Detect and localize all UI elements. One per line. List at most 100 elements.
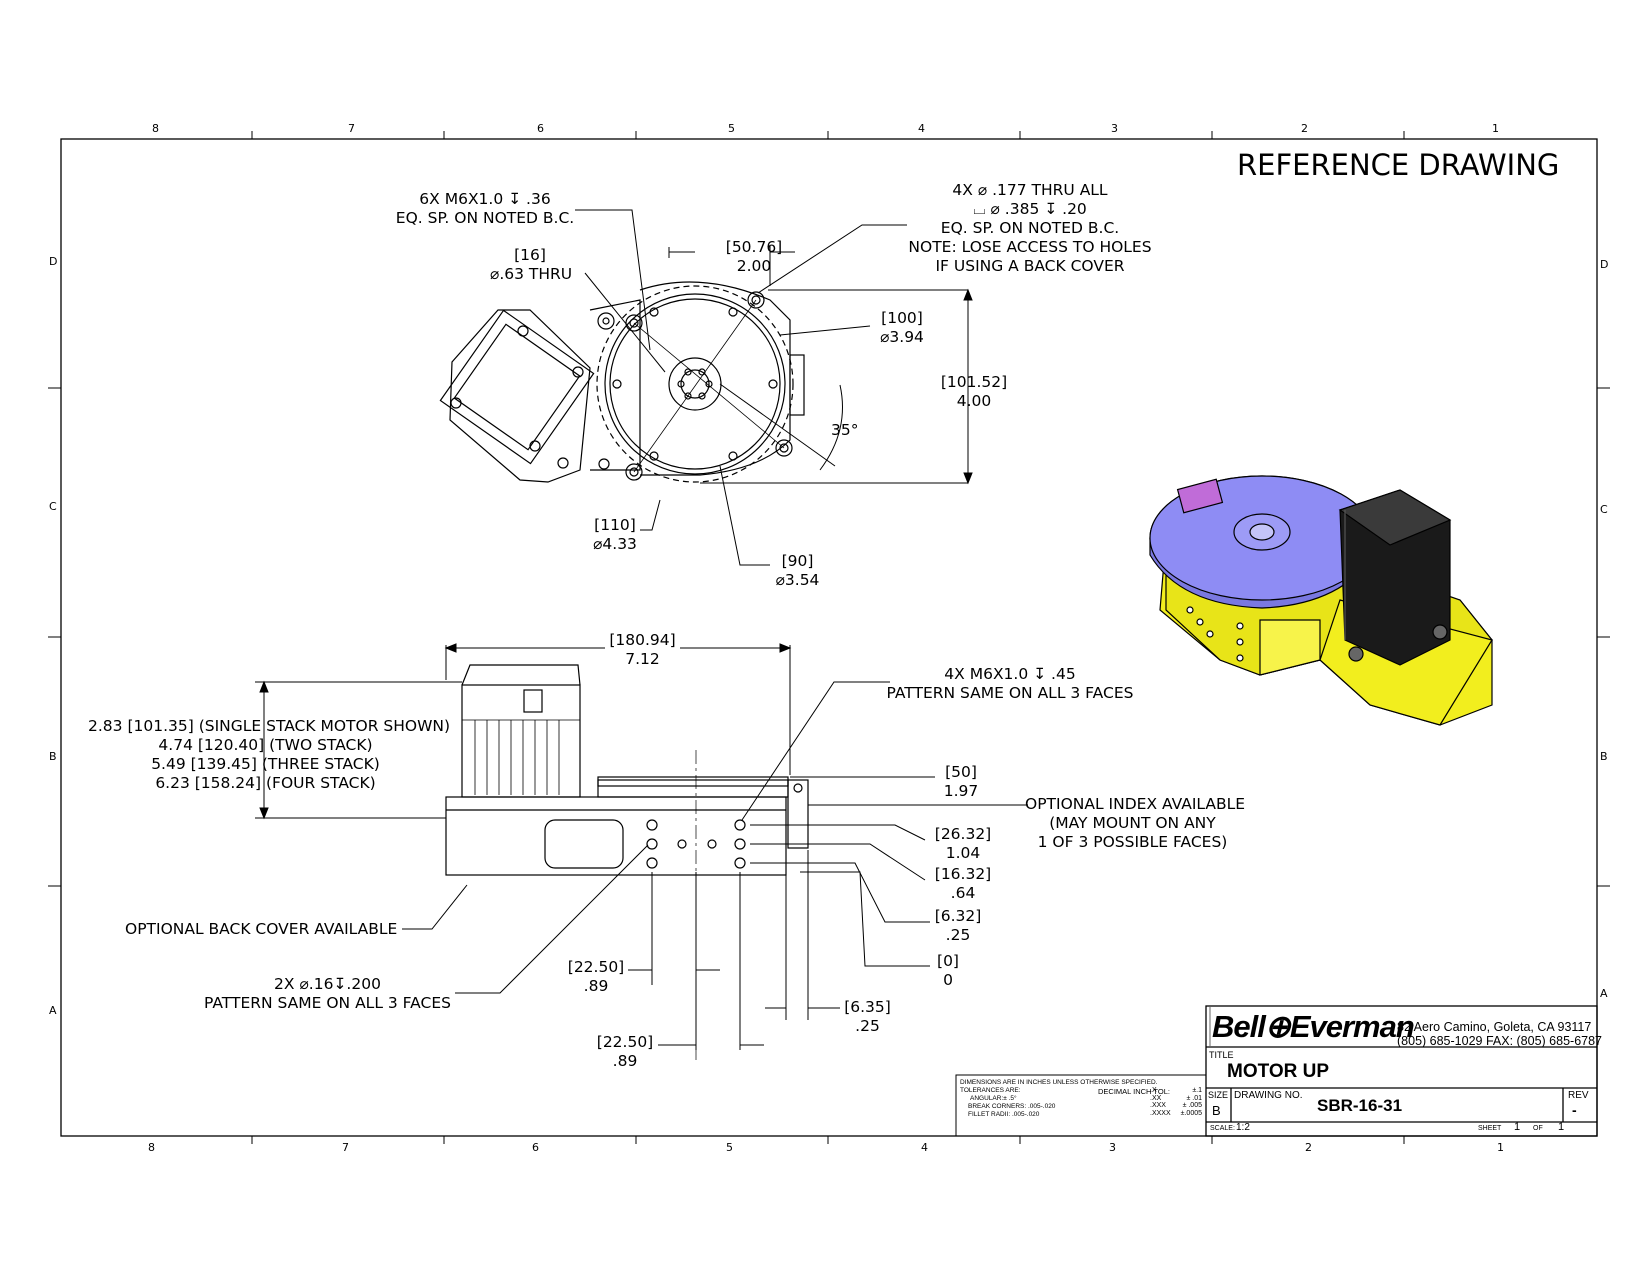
decimal-tol-keys: .X .XX .XXX .XXXX — [1150, 1087, 1171, 1117]
d6-inch: .25 — [945, 926, 971, 944]
pin-holes-line-2: PATTERN SAME ON ALL 3 FACES — [204, 994, 451, 1012]
tol-x-key: .X — [1150, 1087, 1157, 1094]
motor-height-single: 2.83 [101.35] (SINGLE STACK MOTOR SHOWN) — [88, 717, 451, 735]
bc-90-dim: [90] ⌀3.54 — [770, 552, 825, 590]
drawing-number: SBR-16-31 — [1317, 1096, 1403, 1115]
pilot-inch: 2.00 — [736, 257, 772, 275]
zone-col-8-bottom: 8 — [148, 1141, 155, 1154]
d26-inch: 1.04 — [945, 844, 981, 862]
motor-height-two: 4.74 [120.40] (TWO STACK) — [158, 736, 373, 754]
drawing-title: MOTOR UP — [1227, 1061, 1330, 1082]
zone-col-7-top: 7 — [348, 122, 355, 135]
bc-90-metric: [90] — [781, 552, 814, 570]
index-note: OPTIONAL INDEX AVAILABLE (MAY MOUNT ON A… — [1025, 795, 1245, 852]
d6-metric: [6.32] — [934, 907, 982, 925]
tol-xx-value: ± .01 — [1186, 1094, 1202, 1102]
tol-xxx-key: .XXX — [1150, 1102, 1166, 1109]
thru-hole-note: [16] ⌀.63 THRU — [490, 246, 573, 284]
bc-100-inch: ⌀3.94 — [880, 328, 924, 346]
tol-angular: ANGULAR:± .5° — [970, 1095, 1017, 1102]
zone-col-6-bottom: 6 — [532, 1141, 539, 1154]
tol-xx-key: .XX — [1150, 1094, 1162, 1102]
zone-row-b-right: B — [1600, 750, 1608, 763]
d26-dim: [26.32] 1.04 — [932, 825, 994, 863]
tapped-holes-note: 6X M6X1.0 ↧ .36 EQ. SP. ON NOTED B.C. — [385, 190, 585, 228]
mount-holes-note: 4X ⌀ .177 THRU ALL ⌴ ⌀ .385 ↧ .20 EQ. SP… — [905, 181, 1155, 276]
zone-col-7-bottom: 7 — [342, 1141, 349, 1154]
mount-holes-line-2: ⌴ ⌀ .385 ↧ .20 — [973, 200, 1087, 218]
of-label: OF — [1533, 1125, 1543, 1132]
zone-col-2-top: 2 — [1301, 122, 1308, 135]
thru-hole-inch: ⌀.63 THRU — [490, 265, 573, 283]
angle-dim: 35° — [831, 421, 859, 439]
zone-col-8-top: 8 — [152, 122, 159, 135]
zone-row-c-left: C — [49, 500, 57, 513]
face-holes-line-1: 4X M6X1.0 ↧ .45 — [944, 665, 1076, 683]
bc-100-dim: [100] ⌀3.94 — [872, 309, 932, 347]
w22a-metric: [22.50] — [567, 958, 625, 976]
thru-hole-metric: [16] — [514, 246, 546, 264]
zone-row-d-left: D — [49, 255, 58, 268]
zone-row-a-right: A — [1600, 987, 1608, 1000]
d6-dim: [6.32] .25 — [932, 907, 984, 945]
index-line-2: (MAY MOUNT ON ANY — [1049, 814, 1216, 832]
bc-110-inch: ⌀4.33 — [593, 535, 637, 553]
tapped-holes-line-1: 6X M6X1.0 ↧ .36 — [419, 190, 551, 208]
page-title: REFERENCE DRAWING — [1237, 148, 1560, 182]
tol-fillet: FILLET RADII: .005-.020 — [968, 1111, 1040, 1118]
company-address: 82 Aero Camino, Goleta, CA 93117 — [1397, 1020, 1592, 1034]
bc-100-metric: [100] — [881, 309, 923, 327]
mount-holes-line-1: 4X ⌀ .177 THRU ALL — [952, 181, 1108, 199]
motor-height-three: 5.49 [139.45] (THREE STACK) — [151, 755, 380, 773]
zone-col-3-top: 3 — [1111, 122, 1118, 135]
height-inch: 4.00 — [956, 392, 992, 410]
zone-ticks — [48, 131, 1610, 1144]
drawing-no-label: DRAWING NO. — [1234, 1090, 1303, 1101]
zone-col-4-bottom: 4 — [921, 1141, 928, 1154]
height-metric: [101.52] — [940, 373, 1008, 391]
scale-value: 1:2 — [1236, 1122, 1250, 1133]
zone-row-b-left: B — [49, 750, 57, 763]
side-view — [445, 664, 809, 1060]
zone-row-d-right: D — [1600, 258, 1609, 271]
isometric-view — [1149, 475, 1493, 726]
zone-col-3-bottom: 3 — [1109, 1141, 1116, 1154]
length-dim: [180.94] 7.12 — [605, 631, 680, 669]
face-holes-note: 4X M6X1.0 ↧ .45 PATTERN SAME ON ALL 3 FA… — [885, 665, 1135, 703]
face-holes-line-2: PATTERN SAME ON ALL 3 FACES — [886, 684, 1134, 702]
pilot-dim: [50.76] 2.00 — [720, 238, 788, 276]
length-inch: 7.12 — [625, 650, 660, 668]
zone-col-2-bottom: 2 — [1305, 1141, 1312, 1154]
decimal-tol-values: ±.1 ± .01 ± .005 ±.0005 — [1178, 1087, 1202, 1117]
zone-col-1-bottom: 1 — [1497, 1141, 1504, 1154]
of-value: 1 — [1558, 1121, 1565, 1133]
back-cover-note: OPTIONAL BACK COVER AVAILABLE — [125, 920, 398, 938]
mount-holes-line-3: EQ. SP. ON NOTED B.C. — [940, 219, 1120, 237]
side-view-dims — [255, 643, 1028, 1050]
rev-value: - — [1572, 1102, 1577, 1118]
pin-holes-line-1: 2X ⌀.16↧.200 — [274, 975, 381, 993]
decimal-tol-label: DECIMAL INCH TOL: — [1098, 1087, 1170, 1096]
company-phone: (805) 685-1029 FAX: (805) 685-6787 — [1397, 1034, 1602, 1048]
title-block-frame — [955, 1005, 1598, 1137]
size-value: B — [1212, 1103, 1221, 1118]
h50-inch: 1.97 — [943, 782, 979, 800]
d16-inch: .64 — [950, 884, 976, 902]
index-line-3: 1 OF 3 POSSIBLE FACES) — [1037, 833, 1228, 851]
h50-metric: [50] — [945, 763, 977, 781]
company-logo: Bell⊕Everman — [1212, 1009, 1415, 1044]
top-view — [439, 281, 805, 483]
d0-dim: [0] 0 — [932, 952, 964, 990]
w635-dim: [6.35] .25 — [840, 998, 895, 1036]
height-dim: [101.52] 4.00 — [938, 373, 1010, 411]
scale-label: SCALE: — [1210, 1125, 1235, 1132]
size-label: SIZE — [1208, 1090, 1229, 1100]
zone-col-5-bottom: 5 — [726, 1141, 733, 1154]
d26-metric: [26.32] — [934, 825, 992, 843]
bc-110-dim: [110] ⌀4.33 — [585, 516, 645, 554]
w22a-dim: [22.50] .89 — [565, 958, 627, 996]
tol-line-2: TOLERANCES ARE: — [960, 1087, 1021, 1094]
tol-xxx-value: ± .005 — [1182, 1102, 1202, 1109]
tolerance-block: DIMENSIONS ARE IN INCHES UNLESS OTHERWIS… — [960, 1079, 1157, 1119]
mount-holes-line-5: IF USING A BACK COVER — [935, 257, 1125, 275]
